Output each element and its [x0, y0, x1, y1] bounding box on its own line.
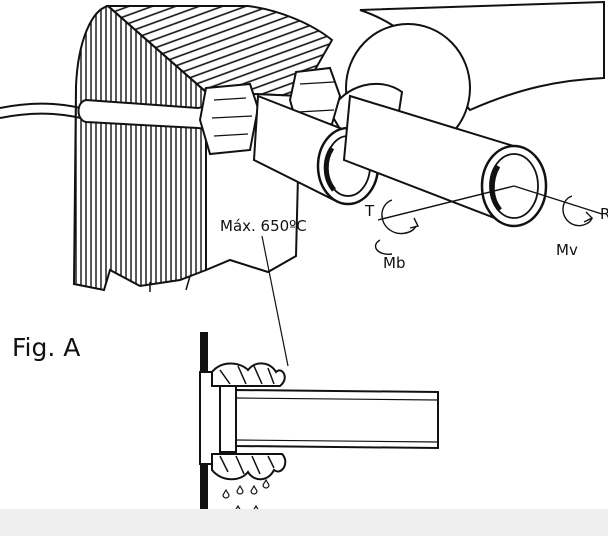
moment-axes	[374, 185, 603, 255]
twisting-moment-label: Mv	[556, 241, 578, 259]
figure-caption: Fig. A	[12, 333, 81, 362]
max-temperature-label: Máx. 650ºC	[220, 217, 307, 235]
torque-t-label: T	[365, 202, 375, 220]
bottom-band	[0, 509, 608, 536]
leader-line	[261, 235, 289, 367]
bending-moment-label: Mb	[383, 254, 406, 272]
detail-view	[199, 332, 439, 510]
force-r-label: R	[600, 205, 608, 223]
